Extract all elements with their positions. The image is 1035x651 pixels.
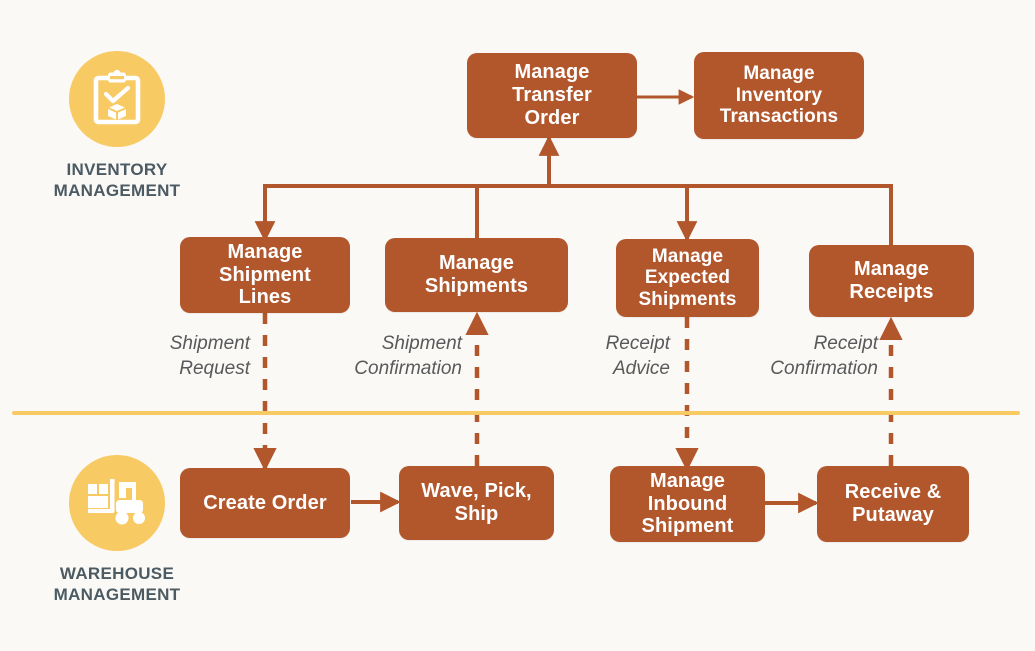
clipboard-check-box-icon: [69, 51, 165, 147]
annotation-receipt-advice: Receipt Advice: [605, 333, 670, 380]
box-manage-inbound-shipment[interactable]: Manage Inbound Shipment: [610, 466, 765, 542]
box-manage-receipts[interactable]: Manage Receipts: [809, 245, 974, 317]
box-manage-transfer-order[interactable]: Manage Transfer Order: [467, 53, 637, 138]
annotation-shipment-request: Shipment Request: [169, 333, 250, 380]
lane-label-warehouse-management: WAREHOUSE MANAGEMENT: [53, 564, 181, 605]
lane-badge-inventory-management: INVENTORY MANAGEMENT: [22, 51, 212, 202]
forklift-icon: [69, 455, 165, 551]
box-manage-shipments[interactable]: Manage Shipments: [385, 238, 568, 312]
box-receive-putaway[interactable]: Receive & Putaway: [817, 466, 969, 542]
box-manage-expected-shipments[interactable]: Manage Expected Shipments: [616, 239, 759, 317]
annotation-receipt-confirmation: Receipt Confirmation: [770, 333, 878, 380]
box-manage-shipment-lines[interactable]: Manage Shipment Lines: [180, 237, 350, 313]
lane-label-inventory-management: INVENTORY MANAGEMENT: [53, 160, 181, 201]
swimlane-divider: [12, 411, 1020, 415]
box-create-order[interactable]: Create Order: [180, 468, 350, 538]
box-manage-inventory-transactions[interactable]: Manage Inventory Transactions: [694, 52, 864, 139]
annotation-shipment-confirmation: Shipment Confirmation: [354, 333, 462, 380]
box-wave-pick-ship[interactable]: Wave, Pick, Ship: [399, 466, 554, 540]
lane-badge-warehouse-management: WAREHOUSE MANAGEMENT: [22, 455, 212, 606]
